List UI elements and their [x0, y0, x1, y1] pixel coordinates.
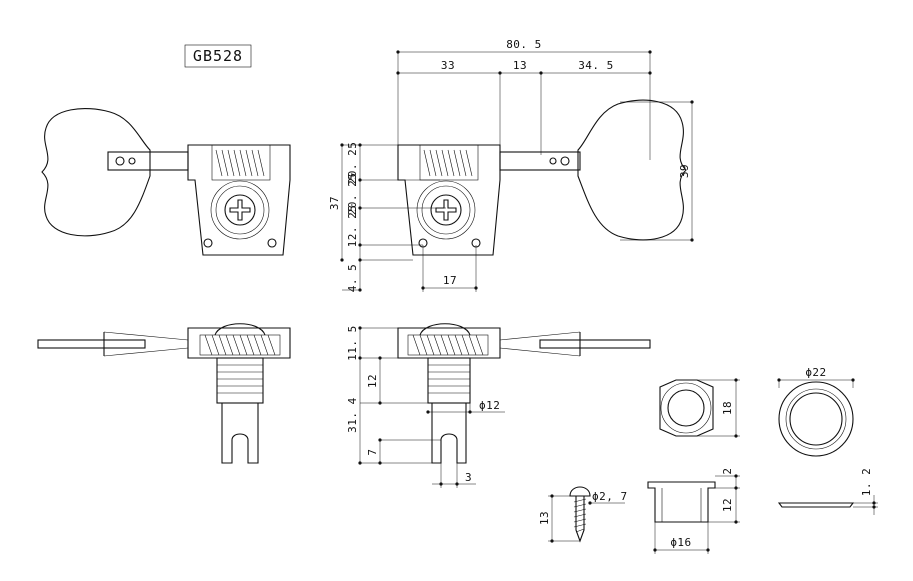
wood-screw: ϕ2, 7 13 [538, 486, 628, 543]
dim-2: 2 [721, 467, 734, 474]
key-button-left [41, 108, 151, 237]
tuner-side-view-left [37, 323, 291, 464]
dim-80-5: 80. 5 [506, 38, 542, 51]
bushing-hex-view: 18 [659, 378, 740, 438]
dim-11-5: 11. 5 [346, 325, 359, 361]
key-button-right [577, 99, 687, 241]
dim-13b: 13 [538, 511, 551, 525]
tuner-front-view-left [41, 108, 291, 256]
tuner-side-view-right [397, 323, 651, 464]
dim-20-25a: 20. 25 [346, 142, 359, 185]
dimensions-side: 11. 5 31. 4 12 7 ϕ12 3 [346, 325, 505, 488]
dim-3: 3 [465, 471, 472, 484]
dim-1-2: 1. 2 [860, 468, 873, 497]
dim-34-5: 34. 5 [578, 59, 614, 72]
housing-left [187, 144, 291, 256]
washer: ϕ22 1. 2 [777, 366, 878, 515]
dim-phi12: ϕ12 [479, 399, 500, 412]
dim-33: 33 [441, 59, 455, 72]
dim-31-4: 31. 4 [346, 397, 359, 433]
dim-39: 39 [678, 164, 691, 178]
dim-phi2-7: ϕ2, 7 [592, 490, 628, 503]
dim-phi16: ϕ16 [670, 536, 691, 549]
gear-left [210, 180, 270, 240]
dim-20-25b: 20. 25 [346, 173, 359, 216]
dim-13: 13 [513, 59, 527, 72]
model-label-box [184, 44, 252, 68]
key-shaft-left [107, 151, 189, 171]
dim-12b: 12 [721, 498, 734, 512]
dim-7: 7 [366, 448, 379, 455]
worm-gear-left [215, 149, 265, 177]
dim-17: 17 [443, 274, 457, 287]
housing-right [397, 144, 501, 256]
gear-right [416, 180, 476, 240]
model-label: GB528 [193, 47, 243, 65]
worm-gear-right [423, 149, 473, 177]
bushing-side-view: 2 12 ϕ16 [647, 467, 740, 554]
dim-phi22: ϕ22 [805, 366, 826, 379]
dimensions-top: 80. 5 33 13 34. 5 39 37 20. 25 20. 25 12… [328, 38, 694, 292]
dim-37: 37 [328, 196, 341, 210]
key-shaft-right [499, 151, 581, 171]
dim-18: 18 [721, 401, 734, 415]
dim-12-25: 12. 25 [346, 205, 359, 248]
tuner-front-view-right [397, 99, 687, 256]
dim-4-5: 4. 5 [346, 264, 359, 293]
dim-12a: 12 [366, 374, 379, 388]
